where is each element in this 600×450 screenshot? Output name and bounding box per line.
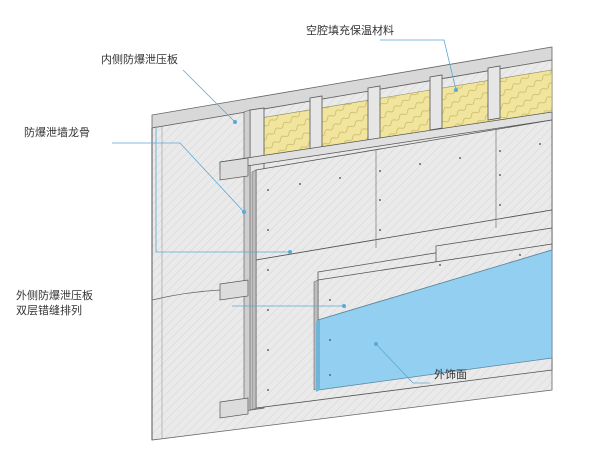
leader-lines — [112, 39, 458, 384]
keel-channels — [219, 111, 553, 419]
label-outer-board-line1: 外侧防爆泄压板 — [16, 288, 93, 302]
label-facade: 外饰面 — [434, 367, 467, 381]
screw-dots — [267, 143, 541, 391]
label-keel: 防爆泄墙龙骨 — [24, 125, 90, 139]
label-outer-board-line2: 双层错缝排列 — [16, 303, 82, 317]
facade-panel — [316, 249, 553, 392]
label-inner-board: 内侧防爆泄压板 — [101, 52, 178, 66]
label-cavity-insulation: 空腔填充保温材料 — [306, 23, 394, 37]
